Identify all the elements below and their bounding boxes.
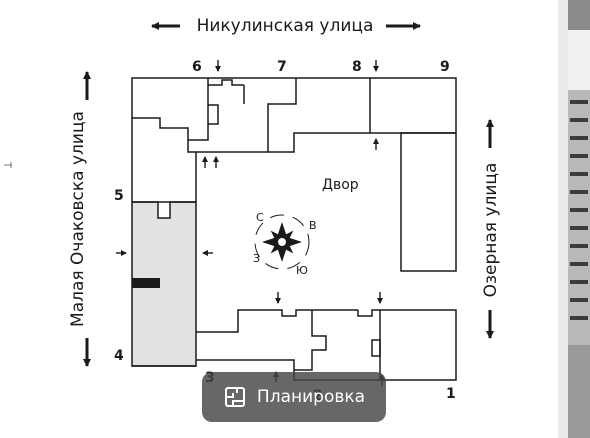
- section-number-8: 8: [352, 59, 362, 75]
- street-left-label: Малая Очаковска улица: [68, 111, 88, 327]
- section-number-6: 6: [192, 59, 202, 75]
- section-number-1: 1: [446, 386, 456, 402]
- compass-star-icon: [262, 222, 302, 262]
- plan-card: [13, 0, 558, 438]
- compass-south-label: Ю: [296, 264, 308, 277]
- compass-east-label: В: [309, 219, 317, 232]
- compass-rose: С В Ю З: [253, 211, 317, 277]
- street-top-label: Никулинская улица: [197, 16, 374, 36]
- building-photo-image: [568, 0, 590, 438]
- yard-label: Двор: [322, 177, 359, 193]
- section-number-7: 7: [277, 59, 287, 75]
- building-photo[interactable]: [568, 0, 590, 438]
- scroll-marker-icon: [4, 162, 12, 168]
- street-left: Малая Очаковска улица: [68, 71, 91, 367]
- street-right-label: Озерная улица: [481, 163, 501, 298]
- floor-plan-button[interactable]: Планировка: [202, 372, 386, 422]
- section-number-5: 5: [114, 188, 124, 204]
- left-panel-edge: [0, 0, 13, 438]
- street-right: Озерная улица: [481, 119, 501, 339]
- section-entrance-mark: [132, 278, 160, 288]
- building-outlines: [131, 77, 457, 381]
- floor-plan-button-label: Планировка: [256, 387, 366, 407]
- street-top: Никулинская улица: [151, 16, 421, 36]
- compass-north-label: С: [256, 211, 264, 224]
- site-plan: Никулинская улица Малая Очаковска улица …: [68, 16, 501, 404]
- section-number-4: 4: [114, 348, 124, 364]
- compass-west-label: З: [253, 252, 260, 265]
- floor-plan-icon: [224, 387, 245, 407]
- section-number-9: 9: [440, 59, 450, 75]
